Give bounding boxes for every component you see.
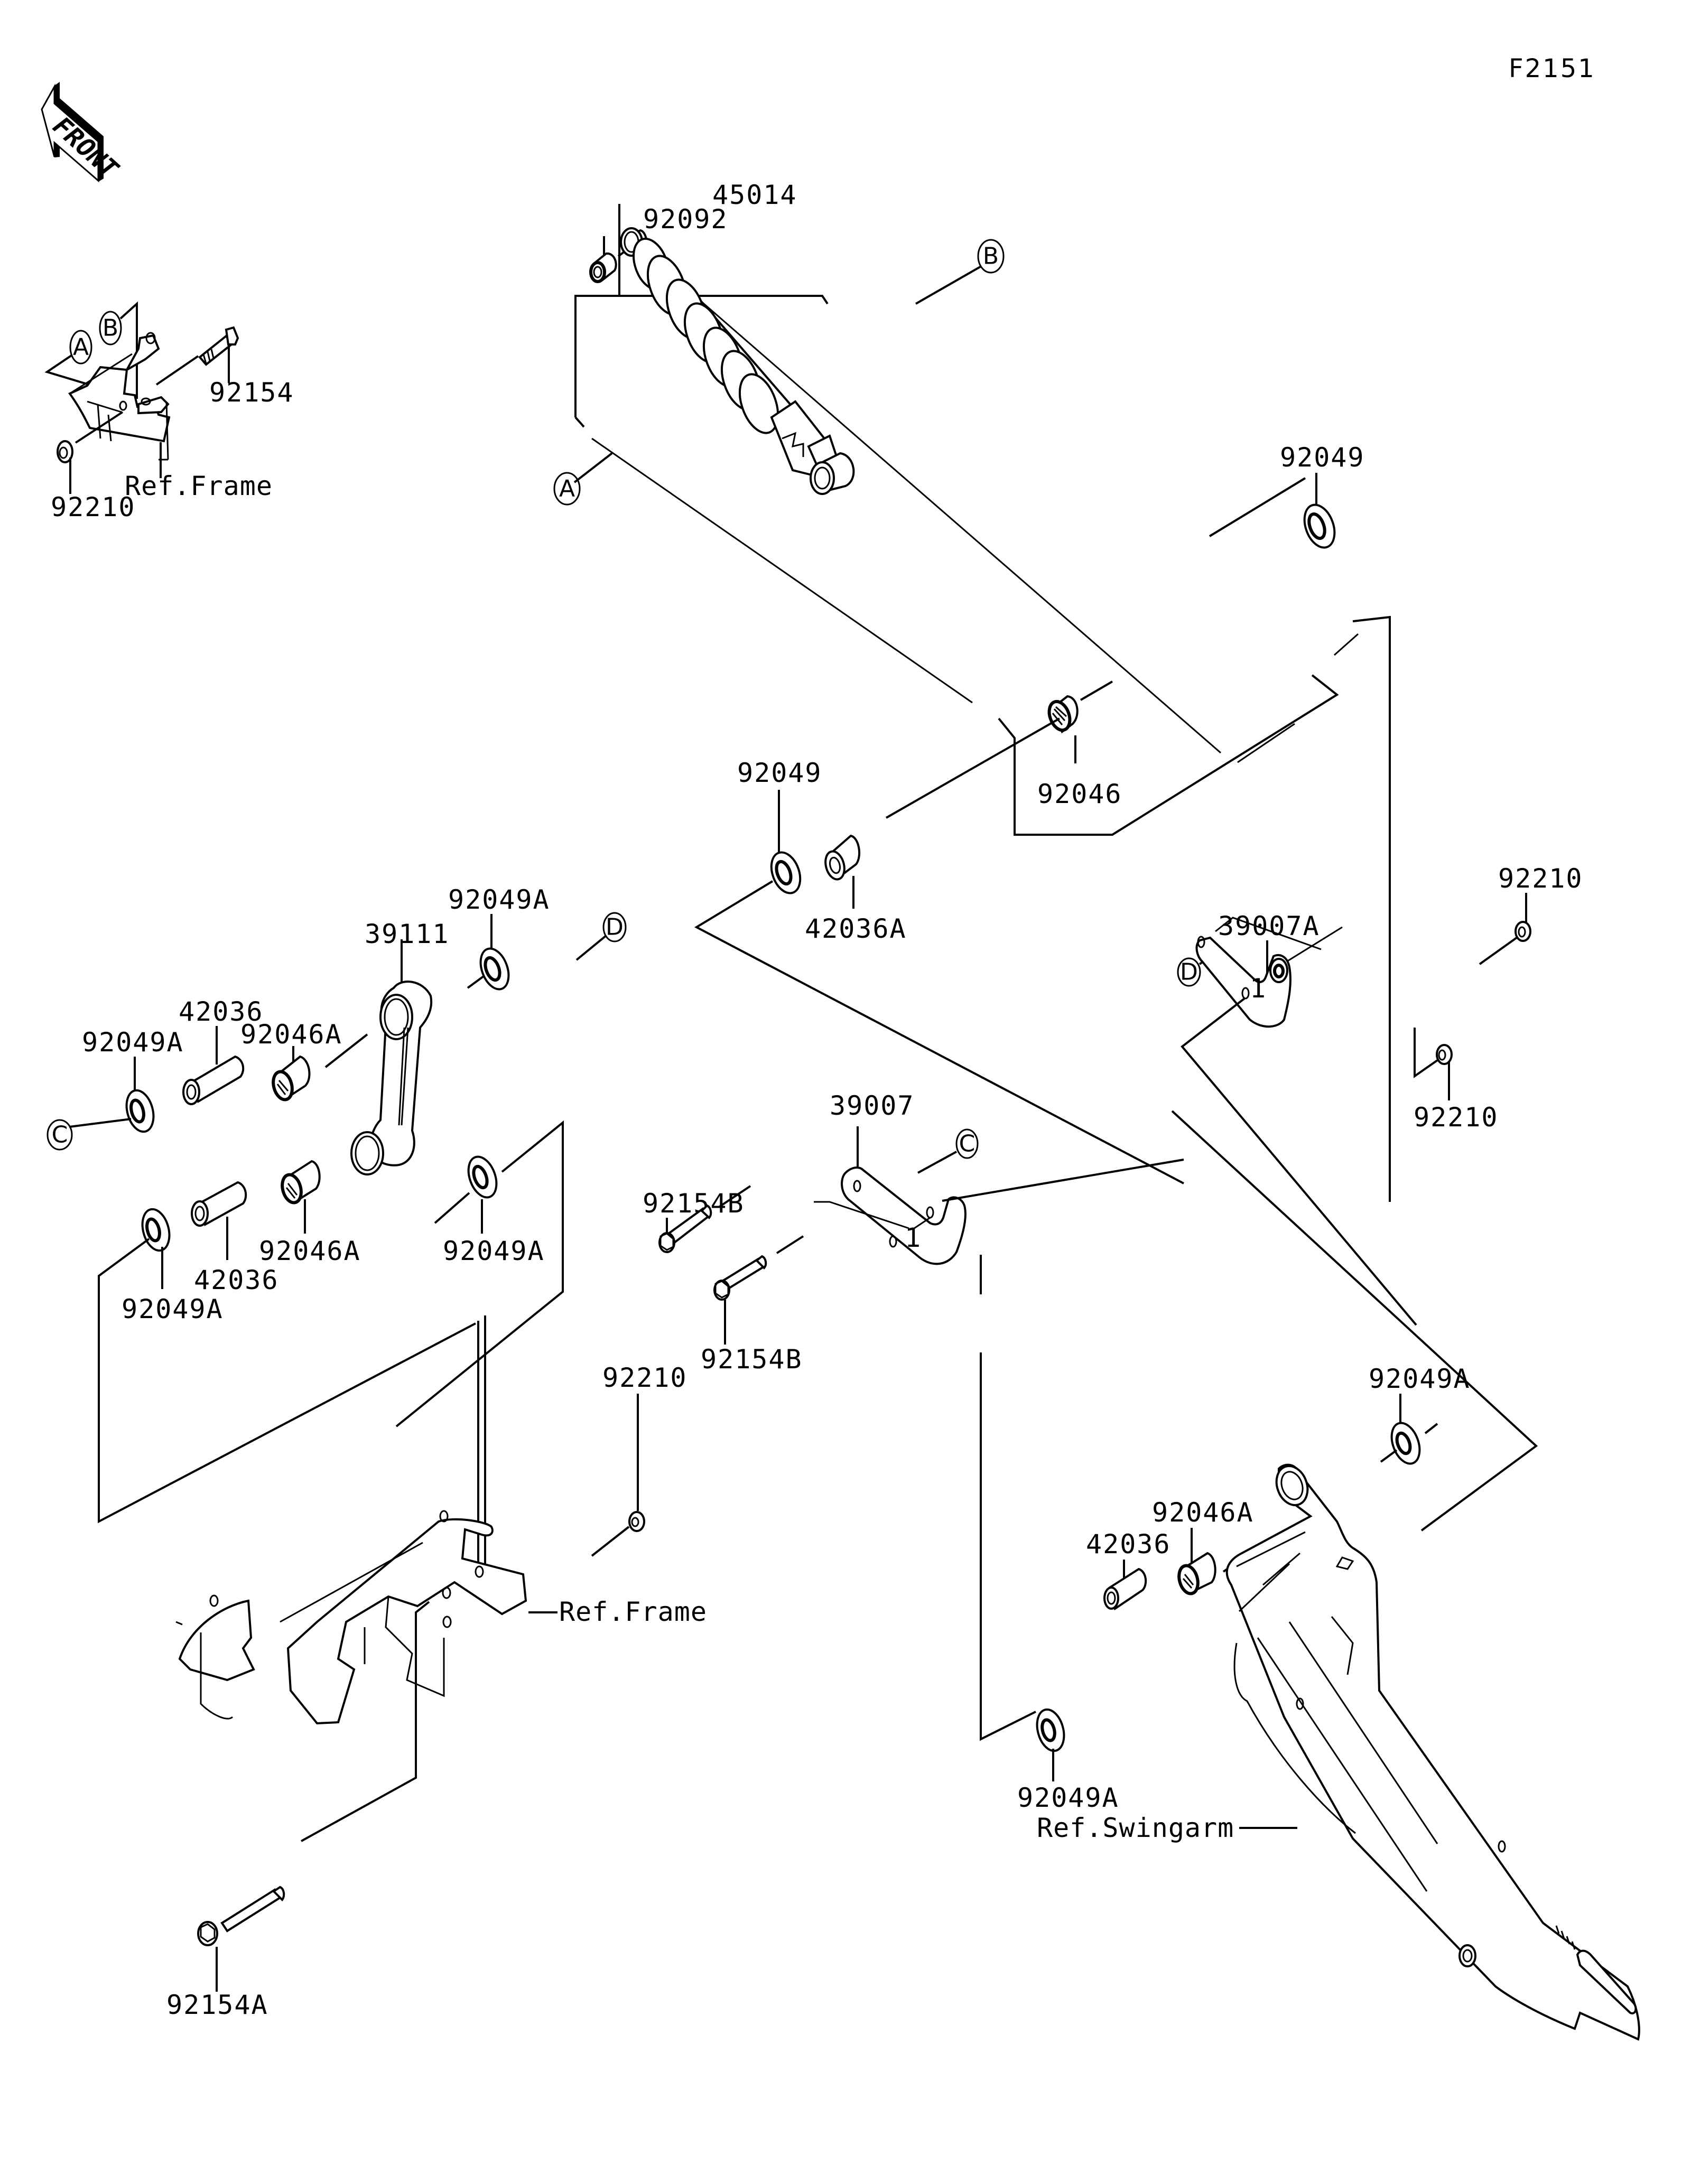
- part-number-92046A-tierod-lower: 92046A: [259, 1236, 361, 1266]
- part-number-92092: 92092: [643, 204, 728, 235]
- callout-b-circle: [99, 311, 122, 346]
- part-number-92154A: 92154A: [166, 1990, 268, 2020]
- part-number-92046A-tierod-upper: 92046A: [240, 1019, 342, 1050]
- seal-icon: [141, 1208, 171, 1252]
- part-number-92210-rocker-lower: 92210: [1414, 1102, 1499, 1133]
- nut-icon: [1515, 921, 1531, 942]
- bolt-icon: [155, 326, 239, 386]
- callout-b-label: B: [103, 315, 118, 342]
- callout-c-circle-tierod: [47, 1119, 73, 1151]
- front-arrow-icon: FRONT: [41, 82, 125, 183]
- collar-icon: [182, 1055, 245, 1105]
- needle-bearing-icon: [1177, 1552, 1216, 1595]
- part-number-39007: 39007: [830, 1090, 915, 1121]
- callout-a-circle-shock: [553, 472, 581, 506]
- swingarm-assembly: 92049A 92046A 42036: [1017, 1364, 1640, 2041]
- part-number-92210-rocker-upper: 92210: [1498, 863, 1583, 894]
- tie-rod-assembly: 39111 92049A D 92046A: [47, 884, 627, 1580]
- bushing-icon: [589, 252, 617, 283]
- needle-bearing-icon: [1047, 695, 1079, 734]
- part-number-92049A-tierod-top: 92049A: [448, 884, 550, 915]
- shock-body-icon: [620, 227, 855, 495]
- ref-swingarm: Ref.Swingarm: [1037, 1813, 1234, 1843]
- callout-d-circle-rocker: [1177, 957, 1201, 987]
- callout-c-circle-link: [955, 1128, 979, 1159]
- ref-frame-lower: Ref.Frame: [559, 1597, 707, 1627]
- callout-d-label-tierod: D: [606, 914, 624, 941]
- callout-a-circle: [69, 330, 92, 365]
- rocker-arm-assembly: 39007A D 1 92210 92210: [1171, 863, 1583, 1532]
- lower-frame-mount: 92210 Ref.Frame 92154A: [166, 1362, 707, 2020]
- shock-absorber-assembly: 45014 B A 92092: [553, 180, 1391, 1202]
- part-number-92049-right: 92049: [1280, 442, 1365, 473]
- part-number-92049A-tierod-upper-left: 92049A: [82, 1027, 184, 1058]
- part-number-42036-tierod-lower: 42036: [194, 1265, 279, 1295]
- callout-c-label-tierod: C: [52, 1122, 68, 1149]
- callout-d-circle-tierod: [602, 912, 627, 942]
- callout-d-label-rocker: D: [1180, 959, 1198, 986]
- link-plate-icon: [841, 1166, 967, 1265]
- callout-a-label: A: [73, 334, 89, 361]
- callout-b-circle-shock: [977, 239, 1005, 274]
- rocker-sub-index: 1: [1250, 973, 1266, 1004]
- callout-c-label-link: C: [959, 1131, 975, 1158]
- part-number-92049-left: 92049: [737, 758, 822, 788]
- part-number-42036-tierod-upper: 42036: [179, 996, 264, 1027]
- part-number-92049A-swingarm-right: 92049A: [1369, 1364, 1471, 1394]
- part-number-45014: 45014: [712, 180, 797, 210]
- nut-icon: [1436, 1044, 1453, 1065]
- part-number-42036A: 42036A: [805, 913, 907, 944]
- seal-icon: [1390, 1422, 1421, 1465]
- callout-a-label-shock: A: [559, 475, 575, 502]
- part-number-92154B-upper: 92154B: [643, 1188, 745, 1219]
- part-number-42036-swingarm: 42036: [1086, 1529, 1171, 1560]
- part-number-39007A: 39007A: [1218, 911, 1320, 941]
- rocker-arm-icon: [1195, 936, 1292, 1028]
- bolt-icon: [713, 1255, 767, 1301]
- seal-icon: [1036, 1708, 1065, 1752]
- part-number-92154: 92154: [209, 377, 294, 408]
- collar-icon: [824, 834, 861, 881]
- upper-frame-mount: B A 92154 92210 Ref.Fra: [44, 301, 294, 522]
- part-number-92049A-swingarm-left: 92049A: [1017, 1782, 1119, 1813]
- part-number-92210-upper: 92210: [51, 492, 136, 522]
- part-number-92046A-swingarm: 92046A: [1152, 1497, 1254, 1528]
- link-plate-assembly: 39007 C 1 92154B: [643, 1090, 1184, 1741]
- needle-bearing-icon: [272, 1055, 311, 1102]
- part-number-92154B-lower: 92154B: [701, 1344, 803, 1375]
- part-number-92049A-tierod-lower-left: 92049A: [122, 1294, 224, 1324]
- collar-icon: [191, 1181, 247, 1227]
- collar-icon: [1103, 1567, 1147, 1611]
- part-number-39111: 39111: [365, 919, 450, 949]
- ref-frame-upper: Ref.Frame: [125, 471, 273, 501]
- needle-bearing-icon: [281, 1160, 321, 1205]
- callout-b-label-shock: B: [983, 243, 999, 270]
- nut-icon: [57, 440, 73, 463]
- bolt-icon: [658, 1204, 712, 1253]
- bolt-icon: [197, 1886, 285, 1946]
- part-number-92049A-tierod-lower-right: 92049A: [443, 1236, 545, 1266]
- seal-icon: [479, 947, 510, 991]
- seal-icon: [467, 1155, 498, 1199]
- part-number-92046: 92046: [1037, 779, 1122, 809]
- figure-code: F2151: [1509, 54, 1596, 83]
- seal-icon: [770, 851, 802, 894]
- nut-icon: [628, 1511, 645, 1532]
- seal-icon: [1303, 503, 1336, 549]
- part-number-92210-frame: 92210: [602, 1362, 687, 1393]
- tie-rod-icon: [350, 981, 433, 1175]
- seal-icon: [125, 1089, 155, 1133]
- swingarm-icon: [1225, 1463, 1640, 2041]
